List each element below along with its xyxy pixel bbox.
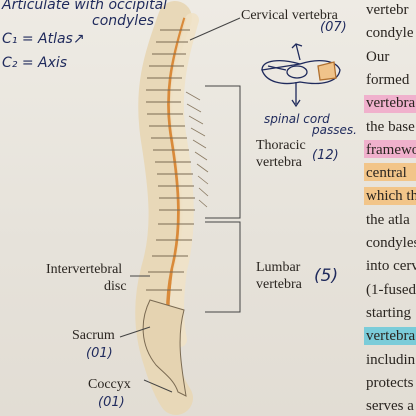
note-condyles: condyles xyxy=(92,13,155,29)
coccyx-leader xyxy=(143,379,173,393)
side-text-line: condyles xyxy=(366,235,416,251)
side-text-line: which th xyxy=(366,188,416,205)
side-text-line: vertebra xyxy=(366,328,416,345)
thoracic-bracket xyxy=(205,85,241,219)
side-text-line: framewo xyxy=(366,141,416,158)
spinous-processes xyxy=(169,13,199,347)
note-articulate: Articulate with occipital xyxy=(2,0,168,13)
vertebra-topview-sketch xyxy=(261,43,341,108)
side-text-line: vertebr xyxy=(366,2,409,18)
lumbar-bracket xyxy=(205,221,241,313)
side-text-line: central xyxy=(366,165,407,182)
cervical-leader xyxy=(189,17,241,41)
intervertebral-discs xyxy=(146,29,195,291)
side-text-line: serves a xyxy=(366,398,414,415)
note-axis: C₂ = Axis xyxy=(2,55,68,71)
side-text-line: includin xyxy=(366,351,416,368)
label-coccyx: Coccyx xyxy=(88,377,131,392)
pink-highlight xyxy=(364,140,416,158)
note-sacrum-count: (01) xyxy=(86,346,113,361)
label-thoracic-line2: vertebra xyxy=(256,155,302,170)
label-intervertebral-line1: Intervertebral xyxy=(46,262,123,277)
thoracic-processes xyxy=(185,91,209,208)
note-passes: passes. xyxy=(312,123,357,137)
label-cervical: Cervical vertebra xyxy=(241,8,338,23)
note-thoracic-count: (12) xyxy=(312,148,339,163)
side-text-line: into cerv xyxy=(366,258,416,275)
sacrum-leader xyxy=(119,326,151,338)
orange-highlight xyxy=(364,163,416,181)
note-atlas: C₁ = Atlas↗ xyxy=(2,31,85,47)
side-text-line: the base xyxy=(366,118,415,135)
note-cervical-count: (07) xyxy=(320,20,347,35)
side-text-line: (1-fused xyxy=(366,281,416,298)
side-text-line: vertebra xyxy=(366,95,416,112)
label-thoracic-line1: Thoracic xyxy=(256,138,306,153)
label-lumbar-line2: vertebra xyxy=(256,277,302,292)
label-sacrum: Sacrum xyxy=(72,328,115,343)
orange-highlight xyxy=(364,187,416,205)
side-text-line: starting xyxy=(366,304,411,321)
note-lumbar-count: (5) xyxy=(314,266,339,286)
label-intervertebral-line2: disc xyxy=(104,279,127,294)
side-text-line: Our xyxy=(366,48,390,65)
note-coccyx-count: (01) xyxy=(98,395,125,410)
side-text-line: formed xyxy=(366,71,410,88)
sacrum-shape xyxy=(142,299,187,397)
label-lumbar-line1: Lumbar xyxy=(256,260,301,275)
side-text-line: condyle xyxy=(366,25,414,42)
note-spinal-cord: spinal cord xyxy=(264,112,330,126)
pink-highlight xyxy=(364,95,416,113)
side-text-line: protects xyxy=(366,374,414,391)
cyan-highlight xyxy=(364,327,416,345)
side-text-line: the atla xyxy=(366,211,410,228)
